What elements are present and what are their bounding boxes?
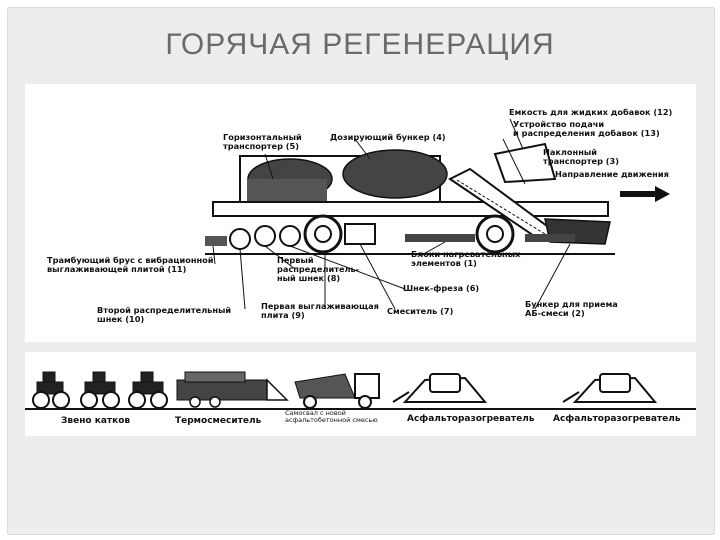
label-dump-truck: Самосвал с новой асфальтобетонной смесью [285,409,378,424]
hopper-material-right [342,149,448,199]
label-first-distributor-auger: Первый распределитель- ный шнек (8) [277,255,360,283]
label-second-distributor-auger: Второй распределительный шнек (10) [97,305,232,324]
horizontal-conveyor-load [247,179,327,201]
label-heater-2: Асфальторазогреватель [553,414,681,424]
heating-block-2 [525,234,575,242]
heating-block-1 [405,234,475,242]
label-tamping-bar: Трамбующий брус с вибрационной выглажива… [47,255,214,274]
thermo-mixer-icon [176,371,289,408]
label-inclined-conveyor: Наклонный транспортер (3) [543,147,619,166]
heater-1-icon [392,373,488,403]
train-diagram: Звено катков Термосмеситель Самосвал с н… [25,352,696,436]
roller-3-icon [128,371,168,409]
mixer-box [344,223,376,245]
label-horizontal-conveyor: Горизонтальный транспортер (5) [223,132,302,151]
label-first-smoothing-plate: Первая выглаживающая плита (9) [261,301,379,320]
train-drawing [25,371,696,410]
roller-1-icon [32,371,70,409]
roller-2-icon [80,371,120,409]
label-heater-1: Асфальторазогреватель [407,414,535,424]
dump-truck-icon [294,373,380,409]
label-direction: Направление движения [555,169,669,179]
label-additive-feeder: Устройство подачи и распределения добаво… [513,119,660,138]
auger-6 [279,225,301,247]
label-roller-group: Звено катков [61,416,131,426]
label-heating-blocks: Блоки нагревательных элементов (1) [411,249,521,268]
regeneration-machine-diagram: Горизонтальный транспортер (5) Дозирующи… [25,84,696,342]
label-liquid-additives-tank: Емкость для жидких добавок (12) [509,107,673,117]
heater-2-icon [562,373,658,403]
auger-10 [229,228,251,250]
label-mixer: Смеситель (7) [387,306,454,316]
label-thermo-mixer: Термосмеситель [175,416,262,426]
slide-title: ГОРЯЧАЯ РЕГЕНЕРАЦИЯ [165,28,555,61]
tamping-bar [205,236,227,246]
label-dosing-hopper: Дозирующий бункер (4) [330,132,446,142]
label-receiving-hopper: Бункер для приема АБ-смеси (2) [525,299,618,318]
machine-drawing [205,118,670,310]
auger-8 [254,225,276,247]
chassis-frame [212,201,609,217]
direction-arrow-head [655,186,670,202]
leader-lines [212,118,571,310]
label-auger-mill: Шнек-фреза (6) [403,283,480,293]
